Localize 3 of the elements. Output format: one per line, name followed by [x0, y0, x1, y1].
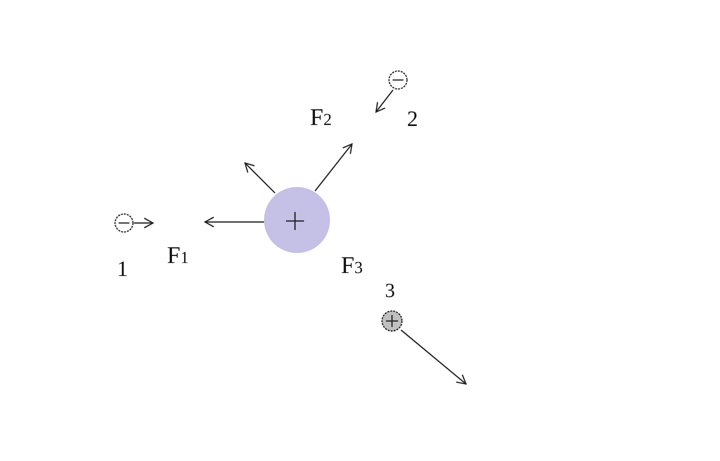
charge-number: 2 — [407, 108, 418, 130]
charge-number: 1 — [117, 258, 128, 280]
charge-number: 3 — [385, 281, 395, 301]
